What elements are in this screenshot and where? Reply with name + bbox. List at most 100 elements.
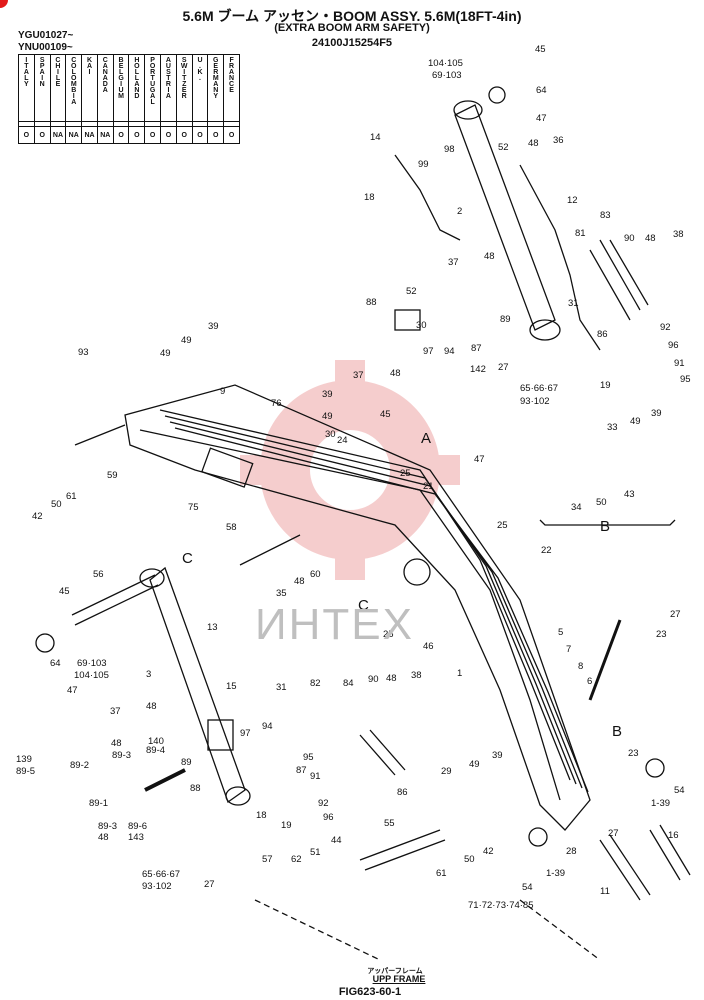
part-callout: 69·103 xyxy=(432,70,462,81)
part-callout: 48 xyxy=(98,832,109,843)
part-callout: 88 xyxy=(366,297,377,308)
country-name: BELGIUM xyxy=(117,57,125,99)
part-callout: 42 xyxy=(483,846,494,857)
part-callout: 89-3 xyxy=(98,821,117,832)
country-name: AUSTRIA xyxy=(164,57,172,99)
part-callout: 46 xyxy=(423,641,434,652)
pin-56 xyxy=(71,574,156,616)
part-callout: 37 xyxy=(110,706,121,717)
country-name: PORTUGAL xyxy=(149,57,157,105)
part-callout: 3 xyxy=(146,669,151,680)
section-letter-b-top: B xyxy=(600,518,610,535)
hoses-86-lower xyxy=(359,729,406,776)
upp-frame-outline xyxy=(254,899,601,961)
country-name-row: ITALY SPAIN CHILE COLOMBIA KAI CANADA BE… xyxy=(18,54,240,122)
detail-b-bracket xyxy=(539,519,676,526)
part-callout: 45 xyxy=(380,409,391,420)
part-callout: 34 xyxy=(571,502,582,513)
section-letter-a: A xyxy=(421,430,431,447)
part-callout: 61 xyxy=(66,491,77,502)
part-callout: 31 xyxy=(568,298,579,309)
part-callout: 86 xyxy=(397,787,408,798)
part-callout: 87 xyxy=(471,343,482,354)
part-callout: 104·105 xyxy=(428,58,463,69)
part-callout: 83 xyxy=(600,210,611,221)
part-callout: 93·102 xyxy=(520,396,550,407)
part-callout: 30 xyxy=(416,320,427,331)
part-callout: 2 xyxy=(457,206,462,217)
part-callout: 81 xyxy=(575,228,586,239)
part-callout: 93 xyxy=(78,347,89,358)
part-callout: 39 xyxy=(492,750,503,761)
part-callout: 95 xyxy=(680,374,691,385)
section-letter-c-lower: C xyxy=(358,597,369,614)
part-callout: 51 xyxy=(310,847,321,858)
part-callout: 49 xyxy=(160,348,171,359)
part-callout: 71·72·73·74·85 xyxy=(468,900,534,911)
part-callout: 49 xyxy=(469,759,480,770)
part-callout: 84 xyxy=(343,678,354,689)
part-callout: 45 xyxy=(535,44,546,55)
part-callout: 19 xyxy=(600,380,611,391)
part-callout: 25 xyxy=(497,520,508,531)
part-callout: 27 xyxy=(608,828,619,839)
part-callout: 87 xyxy=(296,765,307,776)
arm-cylinder-head xyxy=(139,568,165,588)
cylinder-rod-end xyxy=(529,319,561,341)
part-callout: 86 xyxy=(597,329,608,340)
part-callout: 99 xyxy=(418,159,429,170)
part-callout: 29 xyxy=(441,766,452,777)
section-letter-c-top: C xyxy=(182,550,193,567)
part-callout: 37 xyxy=(448,257,459,268)
part-callout: 50 xyxy=(51,499,62,510)
part-callout: 89-3 xyxy=(112,750,131,761)
part-callout: 48 xyxy=(294,576,305,587)
pin-55 xyxy=(359,829,441,861)
part-callout: 75 xyxy=(188,502,199,513)
part-callout: 58 xyxy=(226,522,237,533)
part-callout: 92 xyxy=(660,322,671,333)
part-callout: 59 xyxy=(107,470,118,481)
page-subtitle: (EXTRA BOOM ARM SAFETY) xyxy=(274,22,430,34)
part-callout: 96 xyxy=(668,340,679,351)
part-callout: 49 xyxy=(322,411,333,422)
part-callout: 27 xyxy=(670,609,681,620)
hose-line-4 xyxy=(174,427,589,793)
plate-75 xyxy=(201,447,254,488)
part-callout: 1 xyxy=(457,668,462,679)
part-callout: 39 xyxy=(322,389,333,400)
part-callout: 1-39 xyxy=(546,868,565,879)
part-callout: 39 xyxy=(651,408,662,419)
drawing-lines xyxy=(35,86,691,961)
part-callout: 61 xyxy=(436,868,447,879)
part-callout: 19 xyxy=(281,820,292,831)
country-name: COLOMBIA xyxy=(70,57,78,105)
part-callout: 18 xyxy=(256,810,267,821)
part-callout: 43 xyxy=(624,489,635,500)
part-callout: 42 xyxy=(32,511,43,522)
part-callout: 104·105 xyxy=(74,670,109,681)
part-callout: 97 xyxy=(240,728,251,739)
part-callout: 52 xyxy=(498,142,509,153)
part-callout: 9 xyxy=(220,386,225,397)
hose-line-1 xyxy=(159,409,571,781)
arm-cylinder-end xyxy=(225,786,251,806)
bushing-64-top xyxy=(488,86,506,104)
boom-inner-line xyxy=(139,429,561,801)
part-callout: 91 xyxy=(674,358,685,369)
part-callout: 27 xyxy=(498,362,509,373)
main-boom-outline xyxy=(124,384,591,831)
part-callout: 94 xyxy=(444,346,455,357)
part-callout: 38 xyxy=(673,229,684,240)
country-name: KAI xyxy=(86,57,94,75)
valve-88-top xyxy=(394,309,421,331)
pin-56-edge xyxy=(74,584,159,626)
part-callout: 96 xyxy=(323,812,334,823)
country-mark: O xyxy=(207,126,225,144)
part-callout: 38 xyxy=(411,670,422,681)
part-callout: 52 xyxy=(406,286,417,297)
pin-55-edge xyxy=(364,839,446,871)
part-callout: 36 xyxy=(553,135,564,146)
boom-cylinder-top xyxy=(454,104,556,331)
